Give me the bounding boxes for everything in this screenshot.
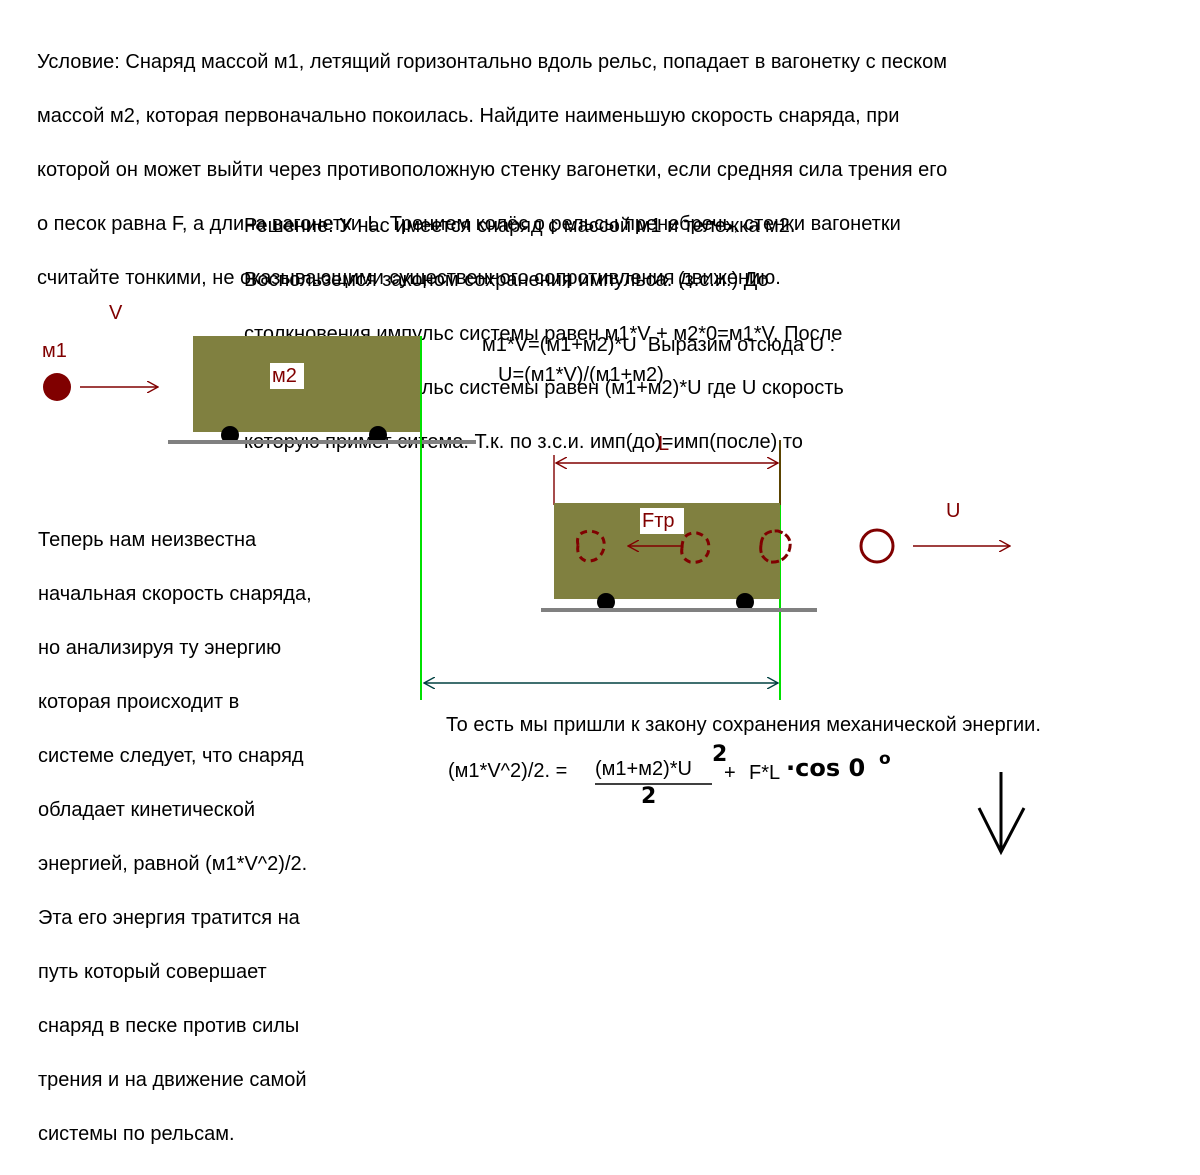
problem-line: считайте тонкими, не оказывающими сущест… — [37, 267, 781, 289]
solution-line: Решение: У нас имеется снаряд с массой м… — [244, 215, 796, 237]
solution-line: Воспольземся законом сохранения импульса… — [244, 269, 769, 291]
m2-label-box — [270, 363, 304, 389]
m2-label: м2 — [272, 365, 297, 387]
problem-line: Условие: Снаряд массой м1, летящий гориз… — [37, 51, 947, 73]
m1-label: м1 — [42, 340, 67, 362]
formula-denominator: 2 — [641, 784, 657, 809]
note-line: путь который совершает — [38, 961, 267, 983]
note-line: Эта его энергия тратится на — [38, 907, 300, 929]
note-line: Теперь нам неизвестна — [38, 529, 257, 551]
note-line: трения и на движение самой — [38, 1069, 307, 1091]
formula-numerator: (м1+м2)*U — [595, 758, 692, 780]
note-line: энергией, равной (м1*V^2)/2. — [38, 853, 308, 875]
note-line: обладает кинетической — [38, 799, 256, 821]
problem-line: которой он может выйти через противополо… — [37, 159, 948, 181]
note-line: системе следует, что снаряд — [38, 745, 304, 767]
l-label: L — [658, 433, 670, 455]
wheel — [736, 593, 754, 611]
note-line: но анализируя ту энергию — [38, 637, 282, 659]
problem-line: о песок равна F, а длина вагонетки L. Тр… — [37, 213, 901, 235]
cart-before — [193, 336, 421, 432]
wheel — [369, 426, 387, 444]
projectile-trace-2 — [680, 531, 711, 564]
formula-term: F*L — [749, 762, 781, 784]
rail-before — [168, 440, 476, 444]
ftr-label: Fтр — [642, 510, 675, 532]
rail-after — [541, 608, 817, 612]
note-line: снаряд в песке против силы — [38, 1015, 300, 1037]
momentum-equation: м1*V=(м1+м2)*U Выразим отсюда U : — [482, 334, 836, 356]
problem-statement: Условие: Снаряд массой м1, летящий гориз… — [37, 22, 947, 319]
formula-plus: + — [724, 762, 736, 784]
formula-degree: o — [879, 749, 891, 769]
wheel — [597, 593, 615, 611]
v-label: V — [109, 302, 123, 324]
ftr-label-box — [640, 508, 684, 534]
note-line: системы по рельсам. — [38, 1123, 235, 1145]
exiting-projectile — [859, 528, 895, 564]
velocity-equation: U=(м1*V)/(м1+м2) — [498, 364, 664, 386]
note-line: которая происходит в — [38, 691, 240, 713]
note-line: начальная скорость снаряда, — [38, 583, 312, 605]
formula-power: 2 — [712, 742, 728, 767]
formula-cos: ·cos 0 — [786, 754, 866, 782]
physics-diagram — [43, 336, 1026, 856]
down-arrow-icon — [977, 807, 1026, 856]
conclusion-text: То есть мы пришли к закону сохранения ме… — [446, 714, 1041, 736]
u-label: U — [946, 500, 961, 522]
formula-lhs: (м1*V^2)/2. = — [448, 760, 568, 782]
projectile-trace-3 — [759, 529, 792, 564]
projectile — [43, 373, 71, 401]
projectile-trace-1 — [576, 529, 606, 563]
problem-line: массой м2, которая первоначально покоила… — [37, 105, 900, 127]
wheel — [221, 426, 239, 444]
